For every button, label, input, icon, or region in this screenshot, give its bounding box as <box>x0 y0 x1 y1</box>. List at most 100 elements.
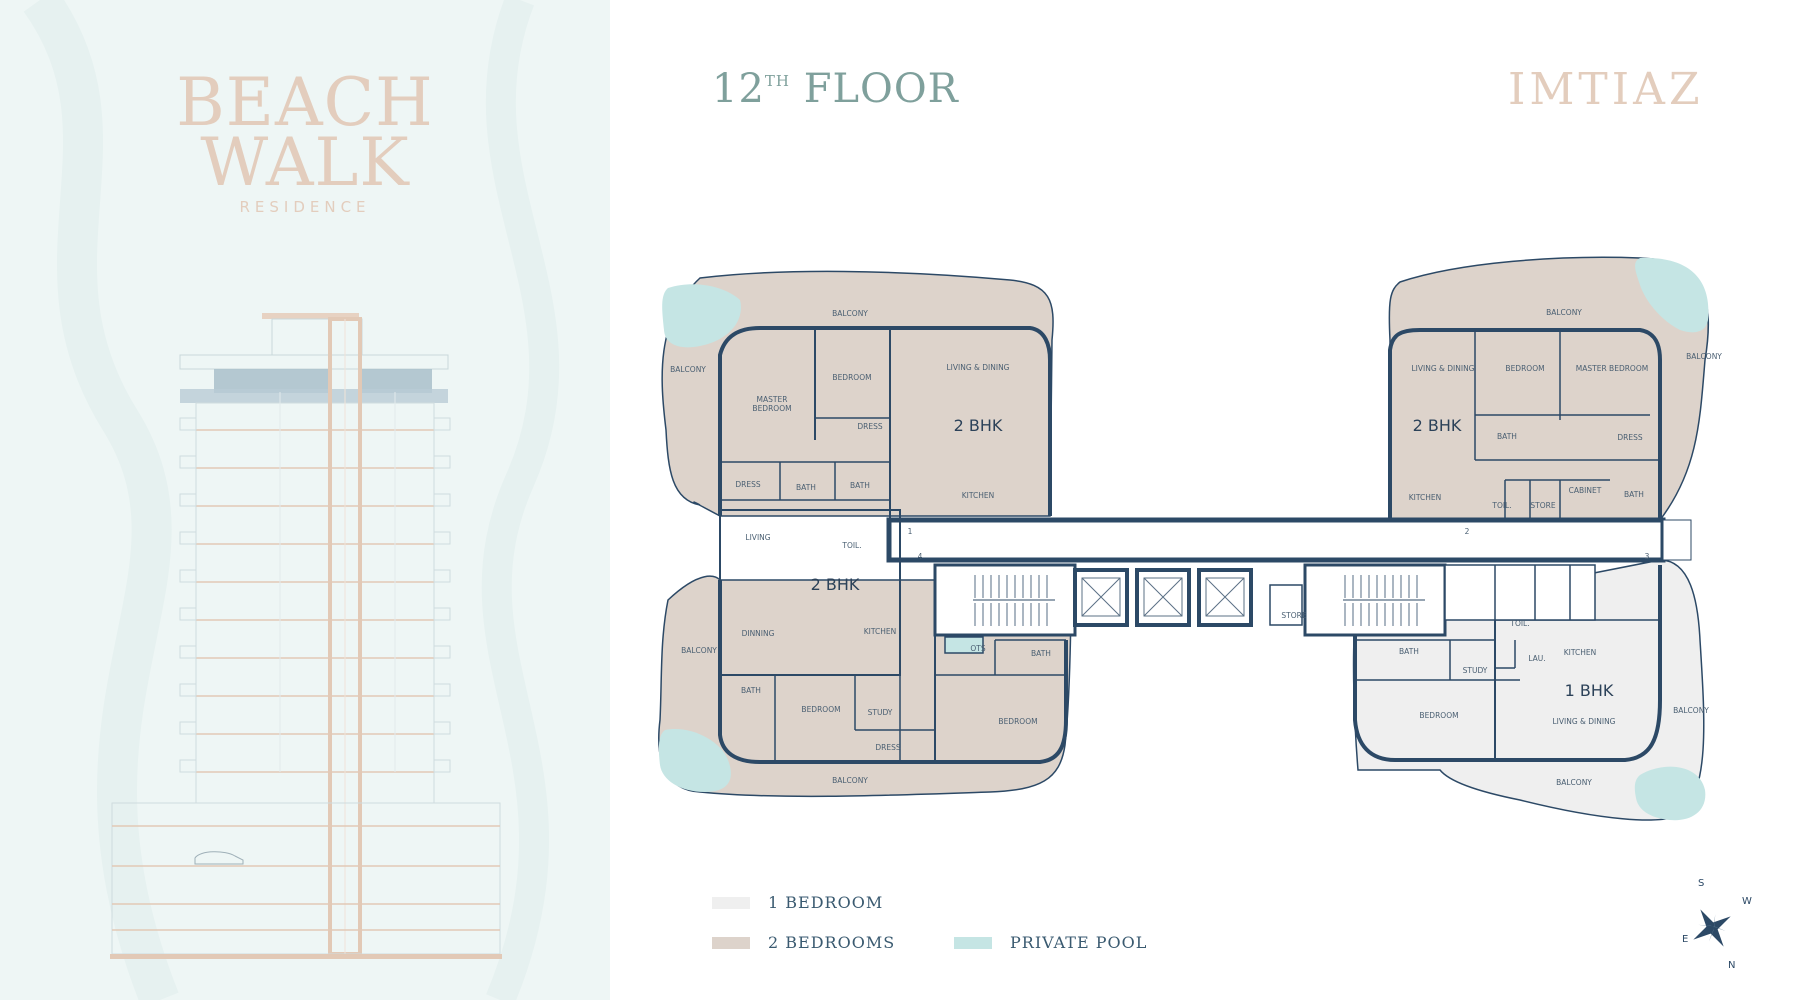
room-label: BATH <box>1031 649 1051 658</box>
unit-a-balcony <box>661 270 1054 517</box>
room-label: STORE <box>1281 611 1306 620</box>
unit-d-type: 1 BHK <box>1565 681 1614 700</box>
balcony-rail <box>433 759 451 773</box>
room-label: DRESS <box>857 422 882 431</box>
entrance-markers: 1 2 3 4 <box>908 527 1650 561</box>
private-pools <box>658 257 1709 821</box>
room-label: KITCHEN <box>1409 493 1442 502</box>
floor-title: 12TH FLOOR <box>712 66 959 112</box>
compass-west: W <box>1742 896 1752 907</box>
room-label: BEDROOM <box>998 717 1037 726</box>
car-icon <box>194 851 244 865</box>
room-label: TOIL. <box>1491 501 1511 510</box>
floor-lines <box>196 392 434 773</box>
pool-icon <box>662 284 741 348</box>
developer-logo: IMTIAZ <box>1508 64 1704 115</box>
room-label: BATH <box>1497 432 1517 441</box>
room-label: BEDROOM <box>832 373 871 382</box>
room-label: BATH <box>741 686 761 695</box>
room-label: LIVING & DINING <box>946 363 1009 372</box>
wave-decoration <box>23 0 179 1000</box>
room-label: BALCONY <box>832 309 868 318</box>
room-label: LIVING & DINING <box>1411 364 1474 373</box>
room-label: LAU. <box>1528 654 1545 663</box>
corridor-walls <box>886 517 1666 563</box>
room-label: STORE <box>1530 501 1555 510</box>
room-label: DRESS <box>875 743 900 752</box>
legend-private-pool: PRIVATE POOL <box>954 933 1147 952</box>
corridor-end <box>1662 519 1692 561</box>
room-label: BALCONY <box>681 646 717 655</box>
lift-cabins <box>1081 577 1245 617</box>
roof-terrace <box>180 389 448 403</box>
balcony-rail <box>179 455 197 469</box>
pool-icon <box>1634 766 1706 821</box>
balcony-rail <box>179 645 197 659</box>
room-label: BEDROOM <box>1505 364 1544 373</box>
left-panel: BEACH WALK RESIDENCE <box>0 0 610 1000</box>
room-label: CABINET <box>1569 486 1602 495</box>
project-logo-line1: BEACH <box>176 64 434 141</box>
entrance-number: 3 <box>1645 552 1650 561</box>
room-label: BEDROOM <box>752 404 791 413</box>
balcony-rail <box>179 683 197 697</box>
corridor <box>886 517 1692 563</box>
room-label: KITCHEN <box>1564 648 1597 657</box>
room-label: STUDY <box>868 708 893 717</box>
stairs-right <box>1343 575 1425 626</box>
balcony-rail <box>179 607 197 621</box>
stairs-left <box>973 575 1055 626</box>
room-label: OTS <box>970 644 985 653</box>
balcony-rail <box>179 759 197 773</box>
service-rooms <box>1444 564 1596 621</box>
entrance-number: 1 <box>908 527 913 536</box>
project-logo-line3: RESIDENCE <box>239 198 371 216</box>
balcony-rail <box>179 417 197 431</box>
legend-label: 1 BEDROOM <box>768 893 884 912</box>
interior-walls <box>718 326 1662 764</box>
balcony-rail <box>433 417 451 431</box>
balcony-rail <box>433 455 451 469</box>
entrance-number: 2 <box>1465 527 1470 536</box>
ots-shaft <box>944 636 984 654</box>
room-label: DINNING <box>742 629 775 638</box>
room-label: DRESS <box>735 480 760 489</box>
balcony-rail <box>433 569 451 583</box>
unit-c-type: 2 BHK <box>811 575 860 594</box>
room-label: BALCONY <box>1686 352 1722 361</box>
balcony-rail <box>179 569 197 583</box>
room-label: DRESS <box>1617 433 1642 442</box>
building-elevation <box>23 0 560 1000</box>
room-label: BALCONY <box>1556 778 1592 787</box>
room-label: BATH <box>796 483 816 492</box>
balcony-rail <box>433 607 451 621</box>
floor-word: FLOOR <box>803 66 959 112</box>
entrance-number: 4 <box>918 552 923 561</box>
room-labels: BALCONY BALCONY MASTER BEDROOM BEDROOM L… <box>670 308 1722 787</box>
room-label: BATH <box>1624 490 1644 499</box>
legend-2-bedrooms: 2 BEDROOMS <box>712 933 895 952</box>
balcony-rail <box>179 493 197 507</box>
unit-a-type: 2 BHK <box>954 416 1003 435</box>
room-label: BATH <box>850 481 870 490</box>
compass-icon: S W E N <box>1682 878 1752 971</box>
room-label: BATH <box>1399 647 1419 656</box>
balcony-rail <box>433 683 451 697</box>
balcony-rail <box>433 493 451 507</box>
balconies <box>179 417 451 773</box>
wave-decoration <box>481 0 560 1000</box>
project-logo-line2: WALK <box>200 124 410 201</box>
pool-icon <box>1635 257 1709 333</box>
legend-swatch <box>712 936 750 949</box>
legend-swatch <box>712 896 750 909</box>
pool-icon <box>658 729 731 792</box>
legend-1-bedroom: 1 BEDROOM <box>712 893 883 912</box>
room-label: MASTER BEDROOM <box>1576 364 1648 373</box>
building-core <box>933 563 1596 654</box>
room-label: BALCONY <box>832 776 868 785</box>
room-label: BALCONY <box>670 365 706 374</box>
room-label: BALCONY <box>1673 706 1709 715</box>
tower-roof <box>262 313 359 319</box>
balcony-rail <box>433 645 451 659</box>
